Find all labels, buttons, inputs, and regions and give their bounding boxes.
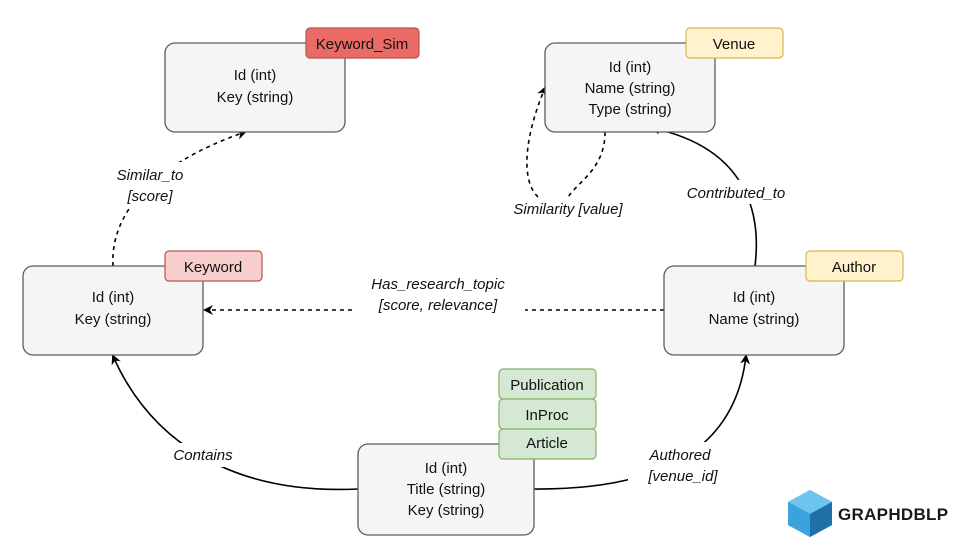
edge-contains — [111, 354, 359, 491]
node-venue-line-1: Name (string) — [585, 80, 676, 97]
tag-keyword-sim: Keyword_Sim — [305, 27, 420, 59]
tag-author-label: Author — [832, 259, 876, 276]
node-author-line-0: Id (int) — [733, 289, 776, 306]
edge-similar-to-label-line1: Similar_to — [117, 167, 184, 184]
node-keyword-line-1: Key (string) — [75, 311, 152, 328]
tag-venue: Venue — [685, 27, 784, 59]
node-publication-line-1: Title (string) — [407, 481, 486, 498]
node-venue-line-2: Type (string) — [588, 101, 671, 118]
tag-inproc-label: InProc — [525, 407, 569, 424]
edge-contributed-to-label: Contributed_to — [687, 185, 785, 202]
tag-venue-label: Venue — [713, 36, 756, 53]
node-author[interactable]: Id (int) Name (string) — [663, 265, 845, 356]
node-author-line-1: Name (string) — [709, 311, 800, 328]
node-keyword-sim-line-0: Id (int) — [234, 67, 277, 84]
node-publication-line-2: Key (string) — [408, 502, 485, 519]
tag-publication: Publication — [498, 368, 597, 400]
node-publication-line-0: Id (int) — [425, 460, 468, 477]
tag-publication-label: Publication — [510, 377, 583, 394]
node-publication[interactable]: Id (int) Title (string) Key (string) — [357, 443, 535, 536]
edge-similar-to-label-bg — [100, 162, 200, 208]
edge-contributed-to-label-bg — [674, 180, 800, 204]
edge-similarity-label: Similarity [value] — [513, 201, 623, 218]
brand-logo: GRAPHDBLP — [788, 490, 948, 537]
tag-keyword-label: Keyword — [184, 259, 242, 276]
node-keyword[interactable]: Id (int) Key (string) — [22, 265, 204, 356]
tag-inproc: InProc — [498, 398, 597, 430]
edge-contains-label-bg — [160, 443, 246, 467]
tag-keyword: Keyword — [164, 250, 263, 282]
edge-similar-to-label-line2: [score] — [126, 188, 173, 205]
edge-has-research-topic-label-line1: Has_research_topic — [371, 276, 505, 293]
node-keyword-line-0: Id (int) — [92, 289, 135, 306]
edge-authored-label-line1: Authored — [649, 447, 712, 464]
edge-similarity — [526, 88, 606, 198]
tag-article: Article — [498, 428, 597, 460]
node-venue-line-0: Id (int) — [609, 59, 652, 76]
brand-name: GRAPHDBLP — [838, 505, 948, 524]
edge-contains-label: Contains — [173, 447, 233, 464]
node-keyword-sim-line-1: Key (string) — [217, 89, 294, 106]
cube-logo-icon — [788, 490, 832, 537]
tag-keyword-sim-label: Keyword_Sim — [316, 36, 409, 53]
tag-article-label: Article — [526, 435, 568, 452]
edge-has-research-topic-label-bg — [355, 270, 525, 318]
edge-authored-label-bg — [628, 442, 738, 488]
edge-has-research-topic-label-line2: [score, relevance] — [378, 297, 498, 314]
node-keyword-sim[interactable]: Id (int) Key (string) — [164, 42, 346, 133]
tag-author: Author — [805, 250, 904, 282]
edge-authored-label-line2: [venue_id] — [647, 468, 718, 485]
node-venue[interactable]: Id (int) Name (string) Type (string) — [544, 42, 716, 133]
